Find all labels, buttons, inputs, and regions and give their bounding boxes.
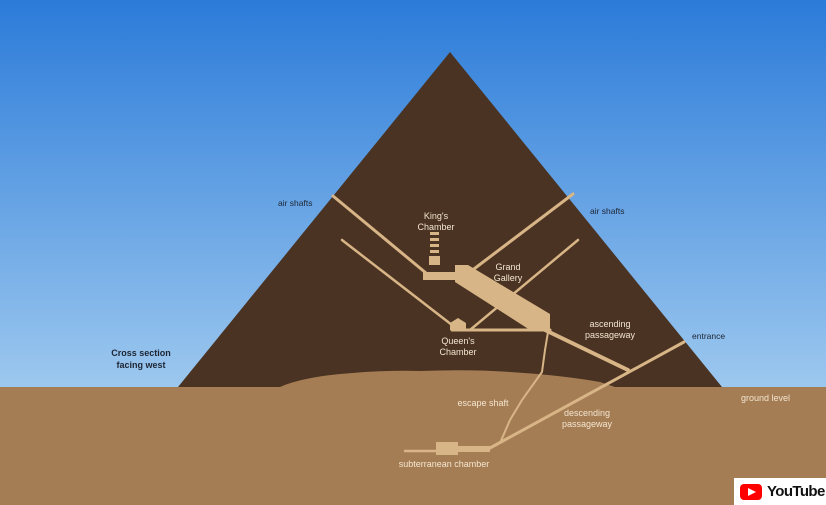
queens-chamber-air-shaft-south <box>468 238 580 332</box>
queens-chamber-air-shaft-north <box>340 238 454 327</box>
air-shafts-label-left: air shafts <box>278 198 313 208</box>
grand-gallery-label-line2: Gallery <box>494 273 523 283</box>
relieving-chambers <box>429 232 440 265</box>
escape-shaft <box>499 331 549 444</box>
relieving-chamber <box>430 244 439 247</box>
subterranean-chamber <box>436 442 458 455</box>
descending-passageway-label-line2: passageway <box>562 419 613 429</box>
kings-chamber-label-line1: King's <box>424 211 449 221</box>
subterranean-chamber-annex <box>458 446 490 452</box>
ascending-passageway-label-line2: passageway <box>585 330 636 340</box>
grand-gallery <box>455 265 550 330</box>
grand-gallery-label-line1: Grand <box>495 262 520 272</box>
kings-chamber-air-shaft-south <box>460 192 575 280</box>
ascending-passageway <box>543 328 630 372</box>
ground-level-label: ground level <box>741 393 790 403</box>
relieving-chamber <box>429 256 440 265</box>
youtube-watermark[interactable]: YouTube <box>734 478 826 505</box>
relieving-chamber <box>430 250 439 253</box>
queens-chamber-label-line1: Queen's <box>441 336 475 346</box>
descending-passageway-label-line1: descending <box>564 408 610 418</box>
air-shafts-label-right: air shafts <box>590 206 625 216</box>
kings-chamber-label-line2: Chamber <box>417 222 454 232</box>
kings-chamber-air-shaft-north <box>331 194 434 280</box>
relieving-chamber <box>430 238 439 241</box>
escape-shaft-label: escape shaft <box>457 398 509 408</box>
ground-layer <box>0 387 826 505</box>
queens-chamber <box>450 318 466 330</box>
pyramid-body <box>178 52 722 387</box>
subterranean-chamber-label: subterranean chamber <box>399 459 490 469</box>
cross-section-label-line1: Cross section <box>111 348 171 358</box>
youtube-play-icon <box>740 483 762 500</box>
entrance-label: entrance <box>692 331 725 341</box>
descending-passageway <box>488 340 686 450</box>
kings-chamber <box>423 272 459 280</box>
ascending-passageway-label-line1: ascending <box>589 319 630 329</box>
queens-chamber-label-line2: Chamber <box>439 347 476 357</box>
bedrock-mound <box>280 370 615 387</box>
youtube-brand-text: YouTube <box>767 483 825 500</box>
cross-section-label-line2: facing west <box>116 360 165 370</box>
relieving-chamber <box>430 232 439 235</box>
